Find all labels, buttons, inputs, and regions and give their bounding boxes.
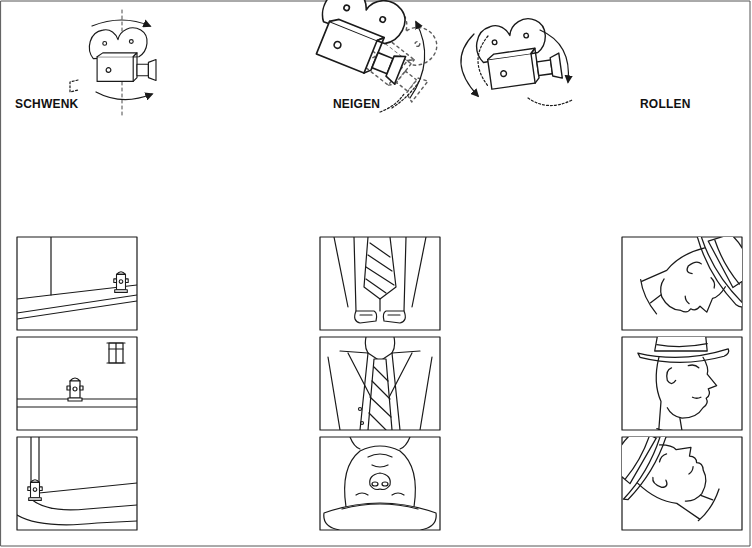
- motion-label: ROLLEN: [640, 97, 691, 111]
- motion-label: SCHWENK: [15, 97, 78, 111]
- motion-label: NEIGEN: [333, 97, 380, 111]
